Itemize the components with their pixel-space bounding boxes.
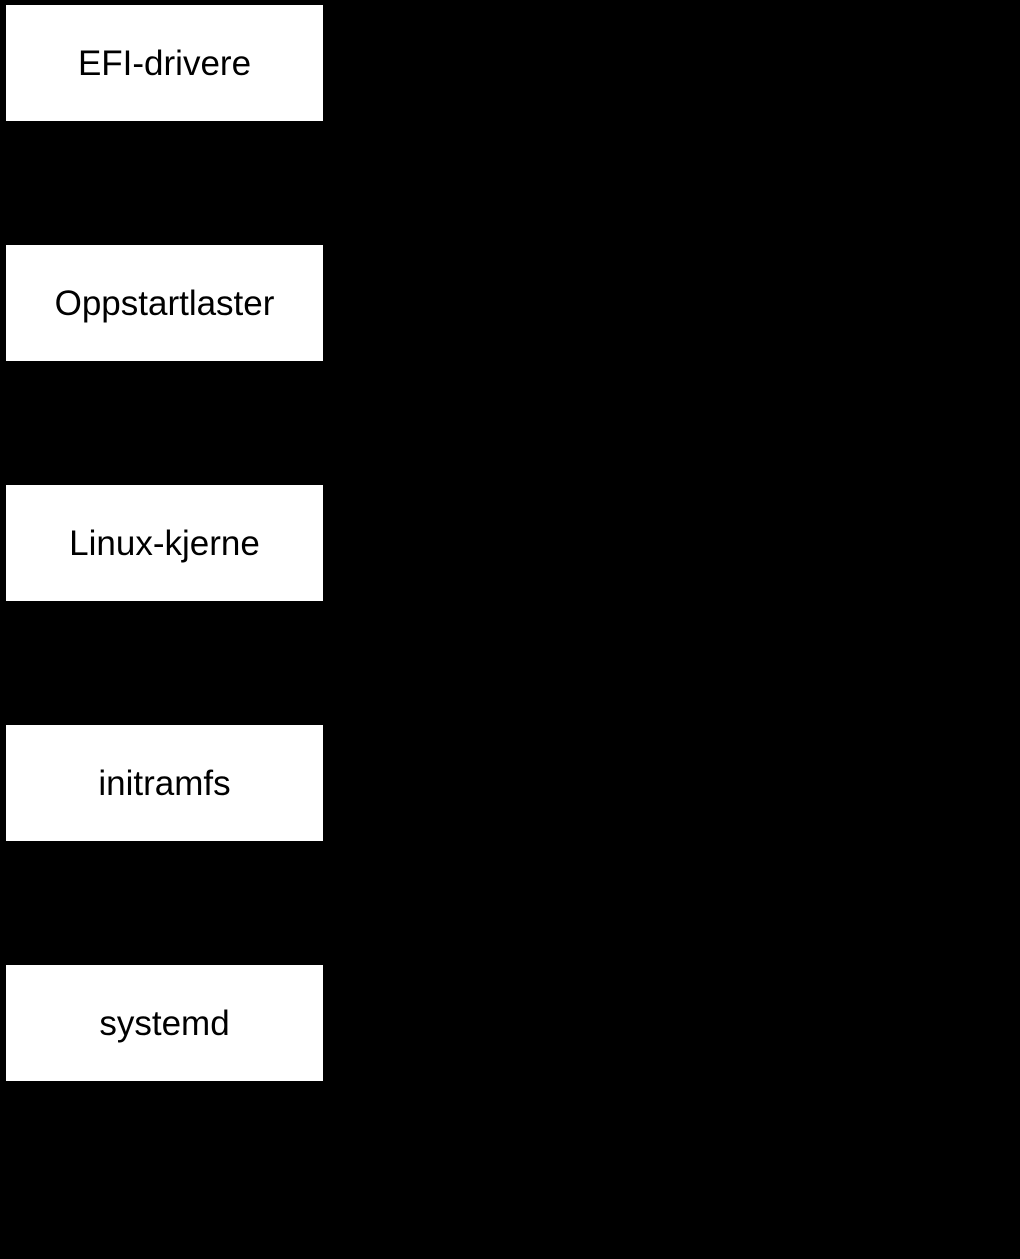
node-systemd: systemd	[6, 965, 323, 1081]
node-label: EFI-drivere	[77, 43, 252, 83]
node-efi-drivere: EFI-drivere	[6, 5, 323, 121]
node-initramfs: initramfs	[6, 725, 323, 841]
node-label: systemd	[99, 1003, 230, 1043]
node-linux-kjerne: Linux-kjerne	[6, 485, 323, 601]
node-label: initramfs	[98, 763, 231, 803]
node-label: Oppstartlaster	[54, 283, 275, 323]
node-label: Linux-kjerne	[69, 523, 260, 563]
node-oppstartlaster: Oppstartlaster	[6, 245, 323, 361]
